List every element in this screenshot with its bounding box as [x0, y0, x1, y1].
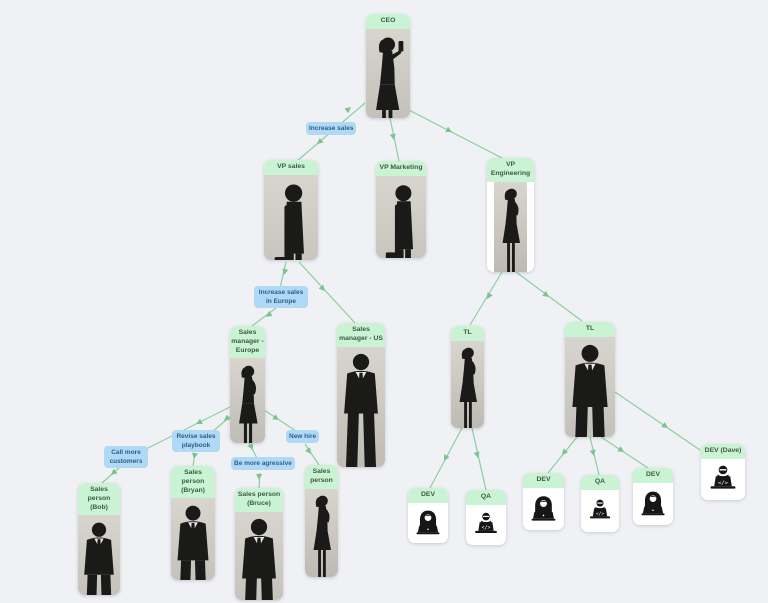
edge-label-increase-sales: Increase sales [306, 122, 357, 136]
woman-silhouette-icon [487, 181, 534, 272]
node-label-vp-sales: VP sales [264, 160, 318, 175]
node-vp-sales[interactable]: VP sales [264, 160, 318, 260]
node-label-sales-person-bob: Sales person (Bob) [78, 483, 120, 516]
node-label-sales-manager-us: Sales manager - US [337, 323, 385, 347]
edge-label-be-more-agressive: Be more agressive [231, 457, 295, 471]
node-ceo[interactable]: CEO [366, 14, 410, 118]
node-label-vp-engineering: VP Engineering [487, 158, 534, 182]
node-label-sales-manager-europe: Sales manager - Europe [230, 326, 265, 359]
node-vp-marketing[interactable]: VP Marketing [376, 161, 426, 258]
edge-label-revise-sales-playbook: Revise sales playbook [172, 430, 220, 453]
node-label-sales-person-bryan: Sales person (Bryan) [171, 466, 215, 499]
node-sales-person-bryan[interactable]: Sales person (Bryan) [171, 466, 215, 580]
arrowheads [111, 107, 668, 480]
man-suit-silhouette-icon [78, 515, 120, 595]
node-label-dev-dave: DEV (Dave) [701, 444, 745, 459]
node-label-dev1: DEV [408, 488, 448, 503]
woman-phone-silhouette-icon [366, 28, 410, 118]
qa-code-laptop-icon [466, 504, 506, 545]
node-qa2[interactable]: QA [581, 475, 619, 532]
node-dev3[interactable]: DEV [633, 468, 673, 525]
node-sales-manager-us[interactable]: Sales manager - US [337, 323, 385, 467]
qa-code-laptop-icon [581, 489, 619, 532]
node-label-dev2: DEV [523, 473, 564, 488]
node-sales-person-bob[interactable]: Sales person (Bob) [78, 483, 120, 595]
node-dev1[interactable]: DEV [408, 488, 448, 543]
node-label-tl-right: TL [565, 322, 615, 337]
node-label-vp-marketing: VP Marketing [376, 161, 426, 176]
node-qa1[interactable]: QA [466, 490, 506, 545]
node-label-ceo: CEO [366, 14, 410, 29]
qa-code-laptop-icon [701, 458, 745, 500]
dev-laptop-icon [633, 482, 673, 525]
man-suit-silhouette-icon [565, 336, 615, 437]
node-dev-dave[interactable]: DEV (Dave) [701, 444, 745, 500]
dev-laptop-icon [408, 502, 448, 543]
edge-label-increase-sales-europe: Increase sales in Europe [254, 286, 308, 309]
node-label-sales-person-bruce: Sales person (Bruce) [235, 488, 283, 512]
node-sales-person-4[interactable]: Sales person [305, 465, 338, 577]
node-tl-right[interactable]: TL [565, 322, 615, 437]
man-briefcase-silhouette-icon [376, 175, 426, 258]
man-briefcase-silhouette-icon [264, 174, 318, 260]
man-suit-silhouette-icon [235, 511, 283, 600]
woman-silhouette-icon [230, 358, 265, 443]
man-suit-silhouette-icon [337, 346, 385, 467]
edge-label-new-hire: New hire [286, 430, 320, 444]
node-sales-manager-europe[interactable]: Sales manager - Europe [230, 326, 265, 443]
node-tl-left[interactable]: TL [451, 326, 484, 428]
man-suit-silhouette-icon [171, 498, 215, 580]
node-vp-engineering[interactable]: VP Engineering [487, 158, 534, 272]
node-dev2[interactable]: DEV [523, 473, 564, 530]
woman-silhouette-icon [451, 340, 484, 428]
node-label-qa1: QA [466, 490, 506, 505]
node-label-sales-person-4: Sales person [305, 465, 338, 489]
node-label-tl-left: TL [451, 326, 484, 341]
woman-silhouette-icon [305, 488, 338, 577]
node-label-qa2: QA [581, 475, 619, 490]
node-label-dev3: DEV [633, 468, 673, 483]
node-sales-person-bruce[interactable]: Sales person (Bruce) [235, 488, 283, 600]
edge-label-call-more-customers: Call more customers [104, 446, 148, 469]
dev-laptop-icon [523, 487, 564, 530]
